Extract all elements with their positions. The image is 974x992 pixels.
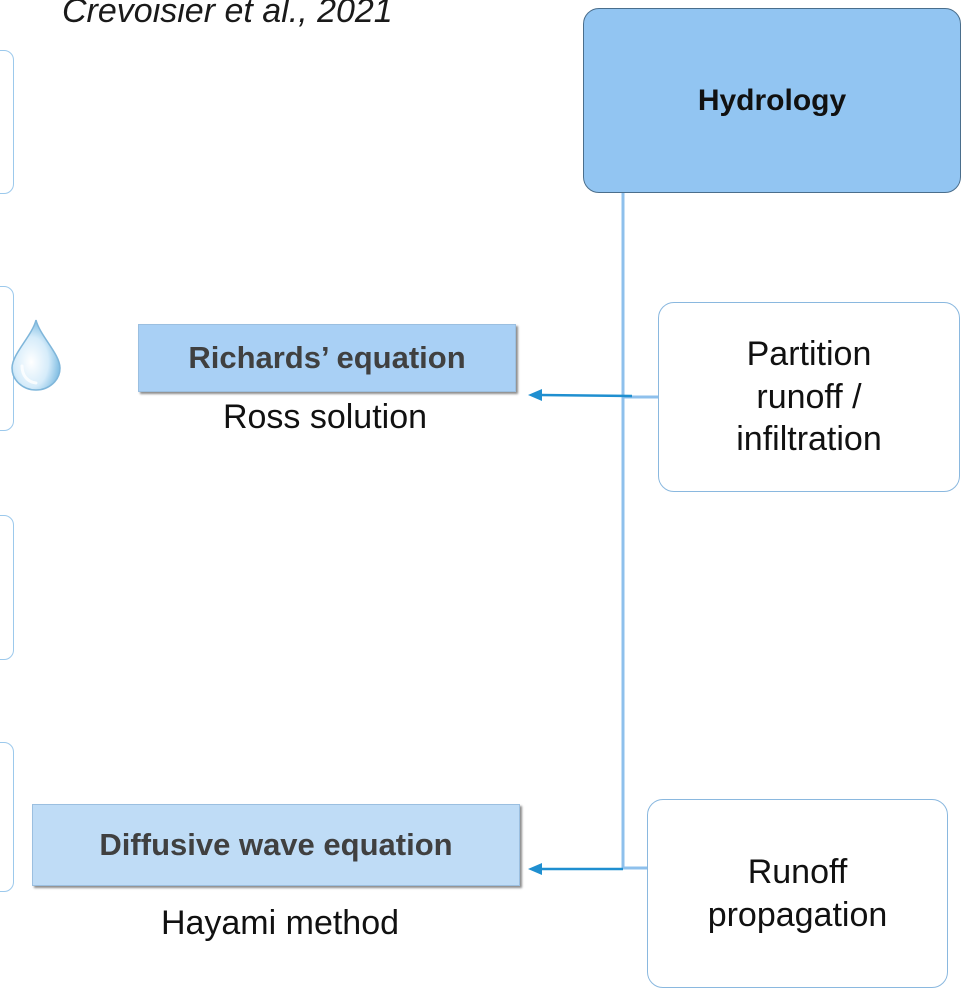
hydrology-box: Hydrology xyxy=(583,8,961,193)
richards-equation-label: Richards’ equation xyxy=(138,324,516,392)
arrowhead-diffusive xyxy=(528,863,542,875)
hayami-method-text: Hayami method xyxy=(160,904,400,942)
left-edge-box-3 xyxy=(0,515,14,660)
citation-text: Crevoisier et al., 2021 xyxy=(62,0,393,30)
ross-solution-text: Ross solution xyxy=(222,398,428,436)
left-edge-box-2 xyxy=(0,286,14,431)
arrow-to-richards xyxy=(539,393,633,398)
left-edge-box-1 xyxy=(0,50,14,194)
water-drop-icon xyxy=(11,319,61,391)
runoff-propagation-box: Runoff propagation xyxy=(647,799,948,988)
diffusive-wave-equation-label: Diffusive wave equation xyxy=(32,804,520,886)
left-edge-box-4 xyxy=(0,742,14,892)
partition-runoff-infiltration-box: Partition runoff / infiltration xyxy=(658,302,960,492)
arrowhead-richards xyxy=(528,389,542,401)
